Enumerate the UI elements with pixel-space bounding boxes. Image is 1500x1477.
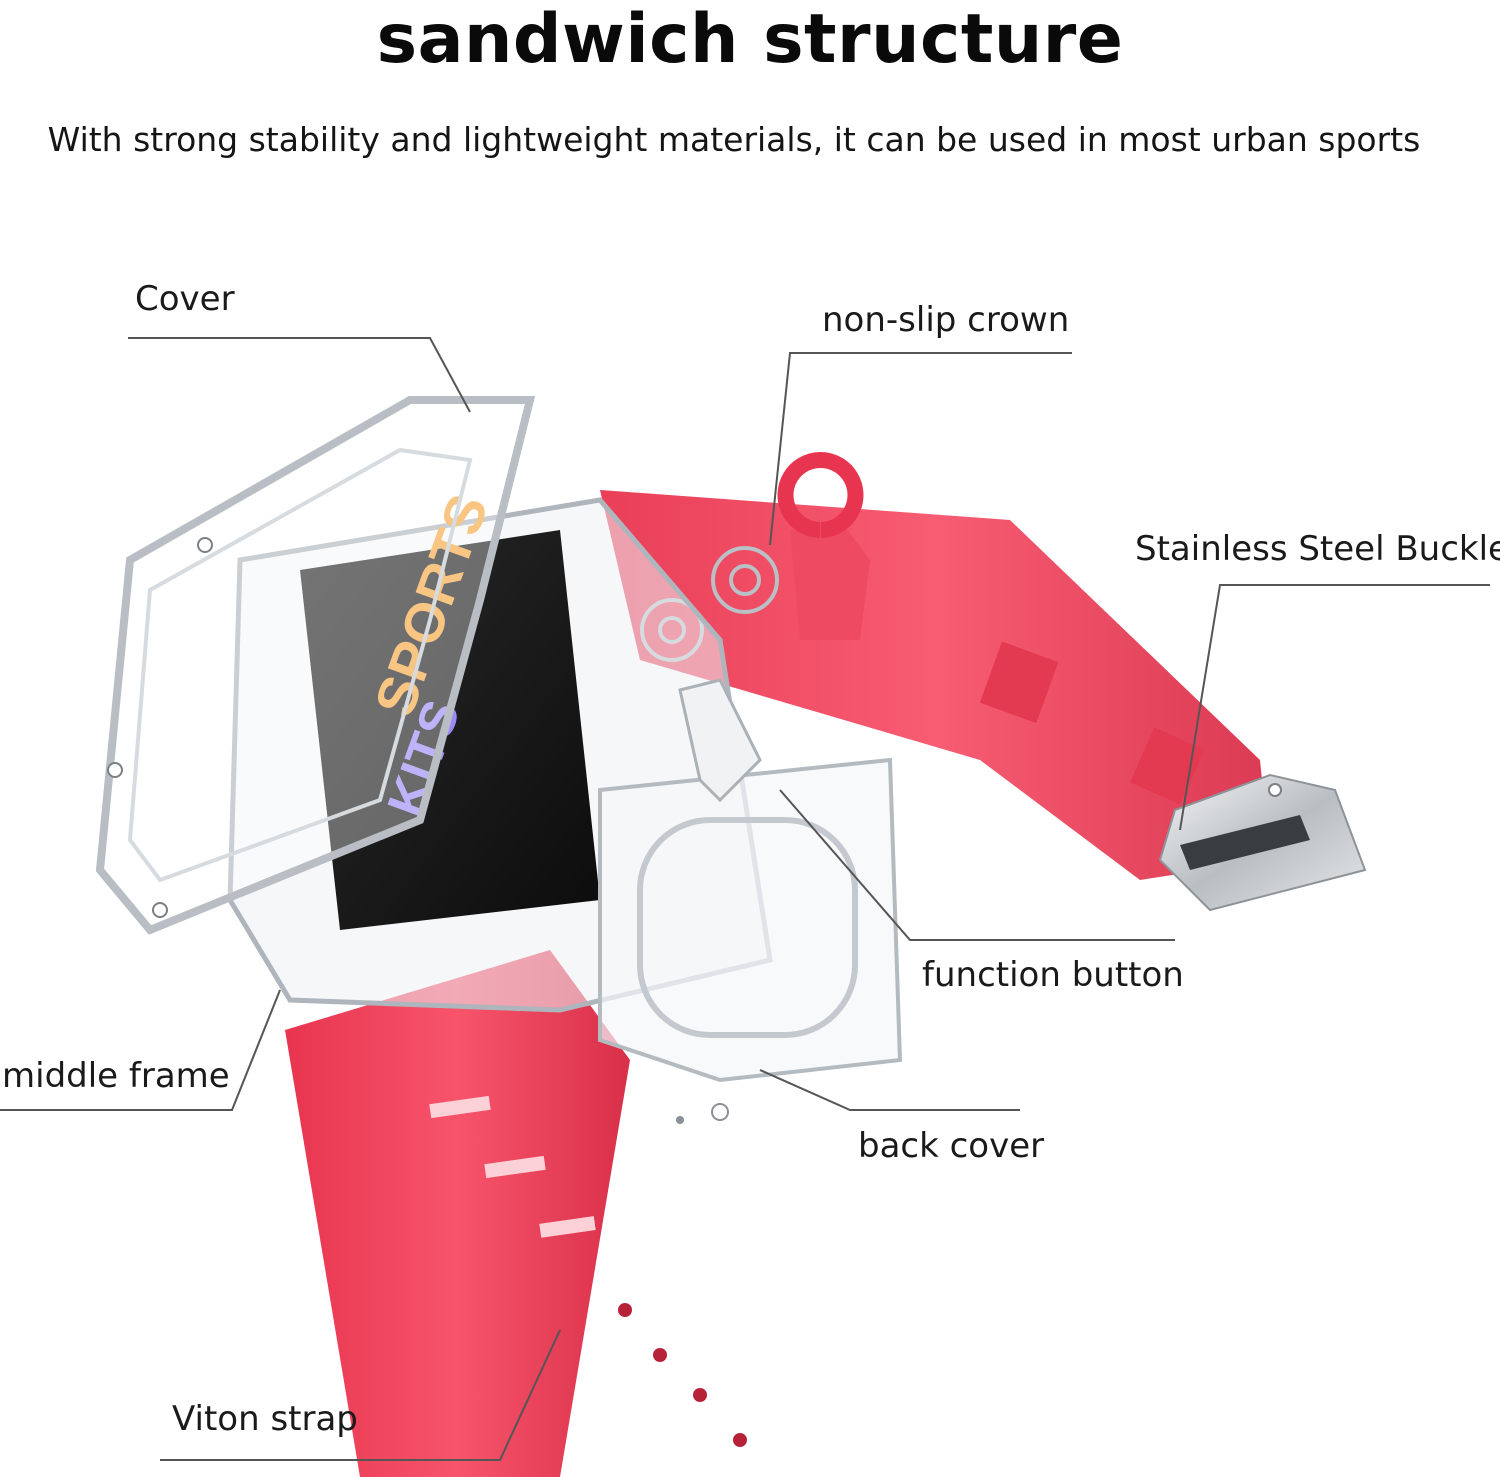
back-cover — [598, 757, 903, 1124]
leader-buckle — [1179, 584, 1490, 831]
upper-strap — [600, 490, 1270, 880]
leader-back-cover — [759, 1069, 1020, 1111]
callout-non-slip-crown: non-slip crown — [822, 300, 1070, 340]
callout-function-button: function button — [922, 955, 1184, 995]
lower-strap — [285, 950, 747, 1477]
callout-back-cover: back cover — [858, 1126, 1045, 1166]
leader-crown — [769, 352, 1072, 546]
leader-lines — [0, 337, 1490, 1461]
callout-cover: Cover — [135, 279, 235, 319]
callout-stainless-steel-buckle: Stainless Steel Buckle — [1135, 529, 1500, 569]
page-subtitle: With strong stability and lightweight ma… — [47, 120, 1421, 159]
leader-strap — [160, 1329, 561, 1461]
callout-middle-frame: middle frame — [2, 1056, 230, 1096]
function-button-part — [678, 678, 762, 803]
leader-function-button — [779, 789, 1175, 941]
page-title: sandwich structure — [376, 0, 1124, 79]
leader-middle-frame — [0, 989, 281, 1111]
cover-part — [95, 396, 536, 935]
steel-buckle — [1158, 773, 1367, 912]
leader-cover — [128, 337, 471, 413]
callout-viton-strap: Viton strap — [172, 1399, 358, 1439]
